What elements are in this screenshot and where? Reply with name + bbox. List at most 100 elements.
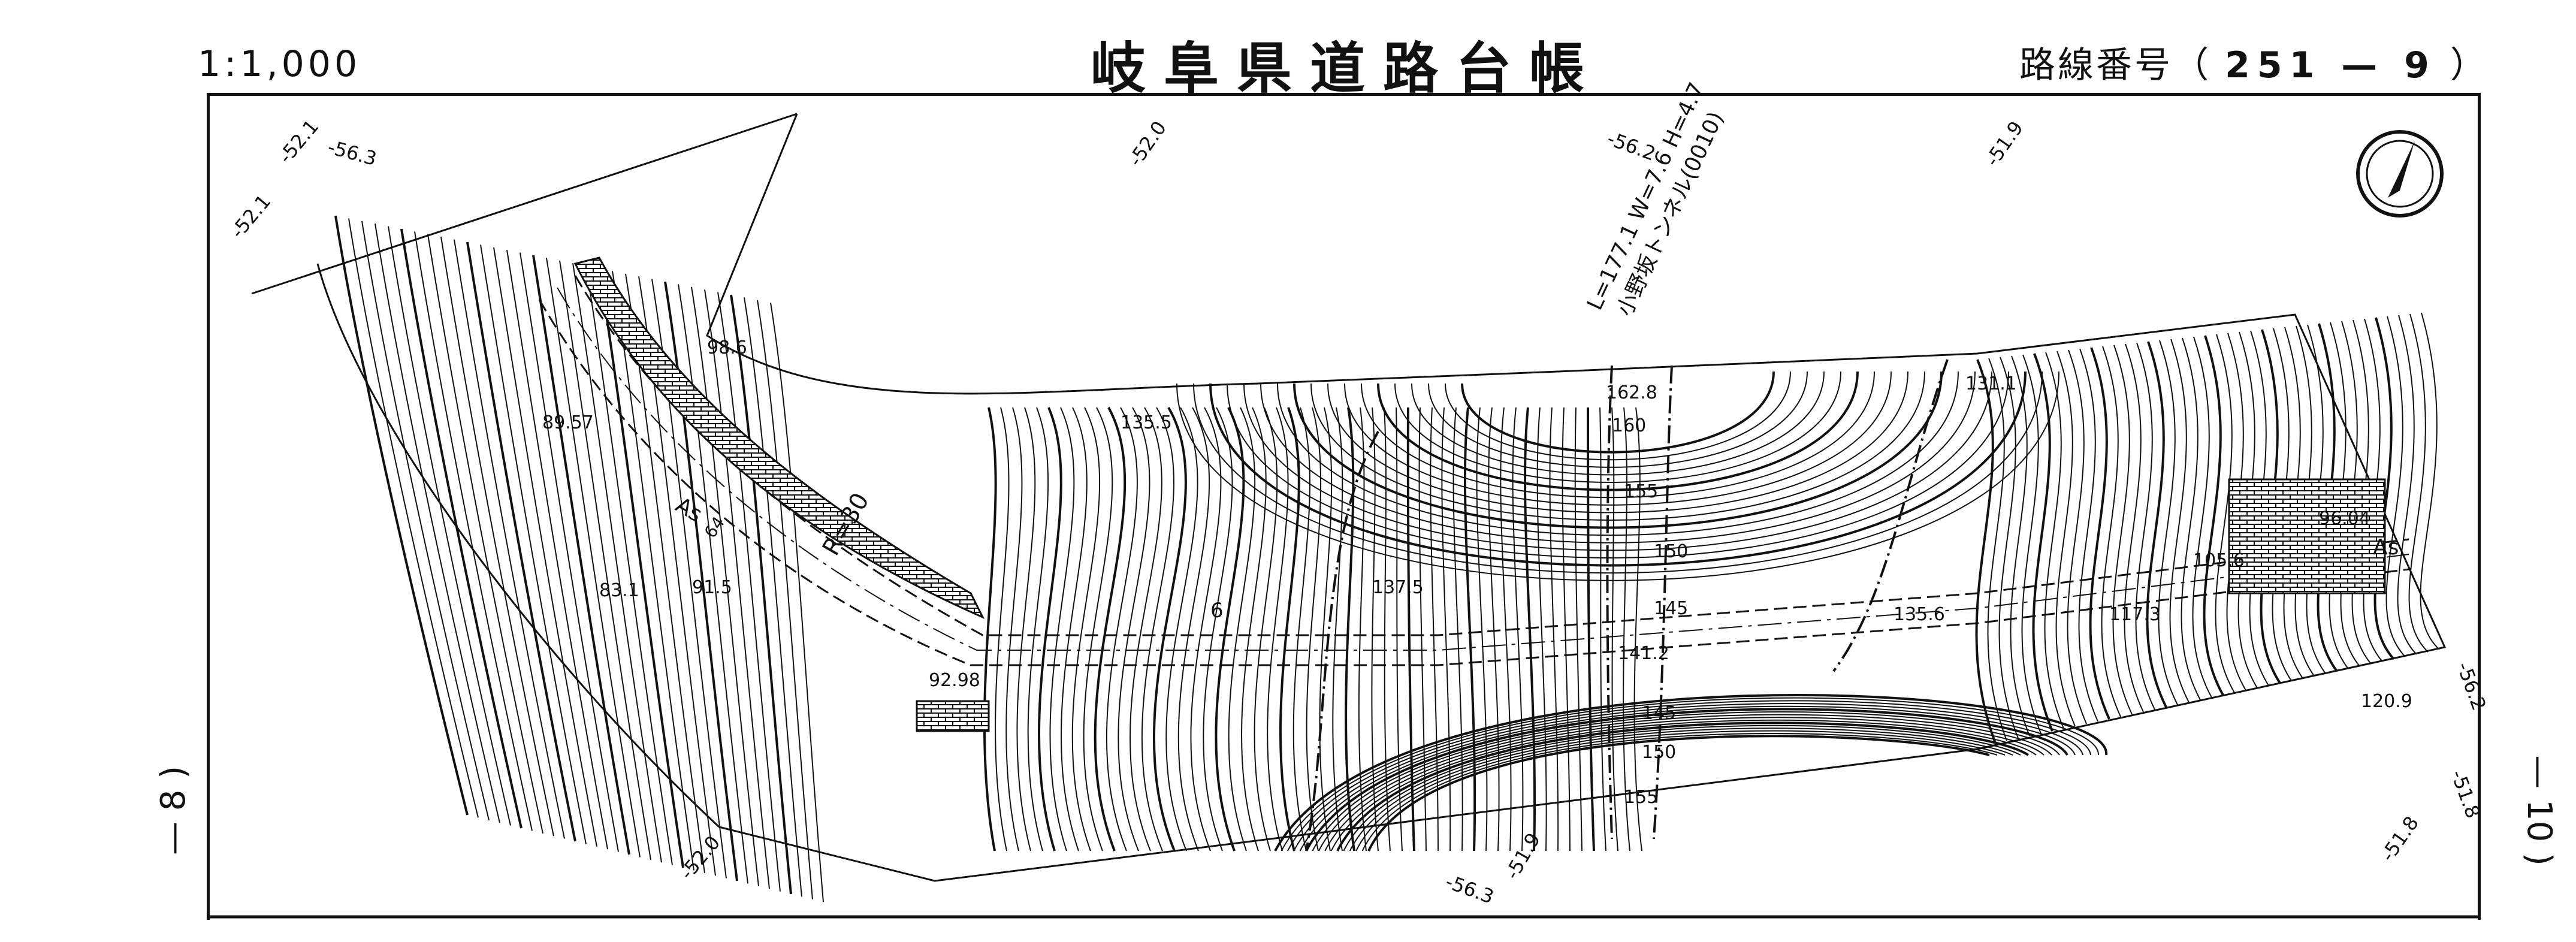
contour-line [1061,407,1088,852]
contour-line [1318,714,2052,852]
contour-line [1623,407,1630,852]
contour-line [2055,351,2076,727]
contour-line [995,407,1010,852]
coord-label: -52.1 [226,190,275,243]
contour-line [1344,371,1892,506]
contour-line [1633,407,1642,852]
spot-height: 120.9 [2361,691,2412,712]
spot-height: 162.8 [1606,382,1657,403]
contour-line [1536,407,1547,852]
spot-height: 89.57 [542,412,594,433]
contour-line [1461,371,1775,454]
contour-line [598,268,684,868]
contour-line [375,224,500,823]
contour-line [2203,335,2224,696]
road-centerline [557,287,2409,651]
contour-line [1227,371,2009,558]
contour-line [1243,371,1992,551]
contour-line [1500,407,1512,852]
route-number-value: 251 — 9 [2225,44,2436,86]
contour-line [1190,407,1222,852]
contour-line [1452,407,1463,852]
contour-line [1332,407,1343,852]
contour-line [2215,334,2235,693]
contour-line [1411,371,1825,476]
spot-height: 131.1 [1965,373,2017,394]
contour-line [1165,407,1198,852]
contour-line [1345,407,1355,852]
contour-line [2385,316,2406,657]
contour-line [1118,407,1150,852]
contour-line [1349,727,2013,852]
contour-line [744,297,802,897]
contour-line [1279,407,1300,852]
contour-line [1267,407,1289,852]
contour-line [1562,407,1571,852]
coord-label: -56.3 [1442,870,1497,908]
coord-label: -56.2 [2452,659,2490,714]
contour-line [1343,724,2021,852]
spot-height: 117.3 [2109,604,2161,625]
contour-line [1384,407,1391,852]
spot-height: 92.98 [929,670,980,691]
spot-height: 91.5 [692,577,732,598]
spot-height: 135.5 [1121,412,1172,433]
contour-line [1355,730,2006,852]
contour-line [2397,315,2417,655]
spot-height: 150 [1654,541,1688,562]
contour-line [1428,371,1808,468]
contour-line [2135,342,2155,710]
contour-line [361,221,490,821]
contour-line [1152,406,1187,852]
contour-line [414,231,533,831]
contour-line [1177,407,1210,852]
contour-line [1293,703,2083,852]
contour-line [1418,407,1427,852]
contour-line [1254,407,1278,852]
contour-line [2078,348,2098,722]
spot-height: 64 [700,513,729,542]
contour-line [1574,407,1583,852]
contour-line [1292,407,1310,852]
spot-height: 145 [1654,598,1688,619]
contour-line [1324,717,2045,852]
coord-label: -51.9 [1500,829,1545,883]
contour-line [1038,407,1062,852]
contour-line [1260,371,1976,544]
contour-line [664,281,738,881]
contour-line [520,252,619,852]
contour-line [1330,719,2037,852]
contour-line [2420,312,2440,650]
contour-line [1358,407,1367,852]
contour-line [2124,343,2144,712]
coord-label: -51.8 [2446,767,2484,822]
road-edge-south [538,299,2409,666]
route-number: 路線番号（ 251 — 9 ） [2019,36,2489,88]
retaining-wall-west [573,256,985,620]
contour-line [757,300,813,899]
contour-line [691,286,759,886]
spot-height: 150 [1642,742,1676,763]
retaining-wall-east [2228,478,2386,594]
route-suffix: ） [2450,44,2489,86]
contour-line [651,279,727,878]
contour-line [1396,407,1403,852]
page-title: 岐阜県道路台帳 [1091,37,1603,101]
contour-line [1367,735,1990,852]
contour-line [1228,407,1256,852]
contour-line [704,289,770,889]
contour-line [1524,407,1536,852]
contour-line [1361,733,1998,852]
contour-line [1005,407,1023,852]
contour-line [506,250,608,850]
contour-line [2112,345,2133,715]
contour-line [1377,371,1859,491]
coord-label: -56.3 [325,135,379,170]
contour-line [1549,407,1559,852]
contour-line [983,407,997,852]
spot-height: 160 [1612,415,1646,436]
contour-line [427,234,543,834]
contour-line [1293,371,1943,529]
